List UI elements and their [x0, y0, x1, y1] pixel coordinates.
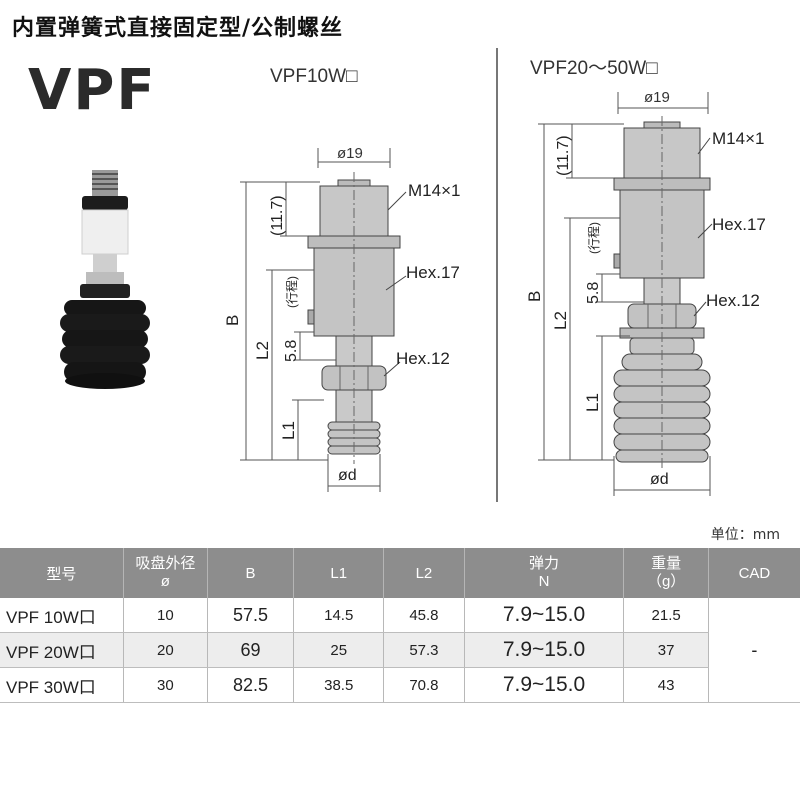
cell-model: VPF 20W口: [0, 632, 124, 668]
header-weight-line1: 重量: [651, 555, 682, 572]
left-L1: L1: [279, 421, 298, 440]
cell-L1: 14.5: [293, 598, 385, 633]
left-thread: M14×1: [408, 181, 460, 200]
header-cad: CAD: [708, 548, 800, 598]
spec-table: 型号 吸盘外径 ø B L1 L2 弹力 N 重量 （g） CAD VPF 10…: [0, 548, 800, 703]
cell-model: VPF 30W口: [0, 667, 124, 703]
cell-dia: 20: [123, 632, 208, 668]
cell-L2: 45.8: [383, 598, 465, 633]
cell-L2: 70.8: [383, 667, 465, 703]
header-weight: 重量 （g）: [623, 548, 709, 598]
right-B: B: [525, 291, 544, 302]
header-weight-line2: （g）: [646, 573, 686, 590]
cell-force: 7.9~15.0: [464, 632, 625, 668]
right-L1: L1: [583, 393, 602, 412]
header-L1: L1: [293, 548, 385, 598]
right-stroke: (行程): [586, 222, 601, 254]
right-stroke-val: 5.8: [585, 282, 602, 304]
right-L2: L2: [551, 311, 570, 330]
cell-L2: 57.3: [383, 632, 465, 668]
cell-cad: -: [708, 598, 800, 703]
left-drawing: VPF10W□ ø19 M14×1 Hex.1: [223, 66, 460, 492]
left-stroke-val: 5.8: [283, 340, 300, 362]
cell-force: 7.9~15.0: [464, 598, 625, 633]
header-pad-dia: 吸盘外径 ø: [123, 548, 208, 598]
left-drawing-title: VPF10W□: [270, 66, 358, 87]
left-dia-bottom: ød: [338, 467, 357, 484]
left-stroke: (行程): [284, 276, 299, 308]
cell-weight: 43: [623, 667, 709, 703]
right-drawing: VPF20～50W□ ø19: [525, 58, 766, 496]
left-dia-top: ø19: [337, 145, 363, 162]
left-hex12: Hex.12: [396, 349, 450, 368]
header-model: 型号: [0, 548, 124, 598]
cell-B: 69: [207, 632, 295, 668]
unit-label: 单位：mm: [710, 527, 780, 543]
right-dia-bottom: ød: [650, 471, 669, 488]
page-title: 内置弹簧式直接固定型/公制螺丝: [12, 16, 344, 41]
cell-L1: 38.5: [293, 667, 385, 703]
table-header-row: 型号 吸盘外径 ø B L1 L2 弹力 N 重量 （g） CAD: [0, 548, 800, 598]
header-spring-line1: 弹力: [529, 555, 560, 572]
cell-model: VPF 10W口: [0, 598, 124, 633]
right-drawing-title: VPF20～50W□: [530, 58, 658, 79]
table-row: VPF 10W口 10 57.5 14.5 45.8 7.9~15.0 21.5…: [0, 598, 800, 703]
technical-drawing: VPF10W□ ø19 M14×1 Hex.1: [223, 48, 766, 502]
cell-weight: 21.5: [623, 598, 709, 633]
header-spring-line2: N: [538, 573, 550, 590]
left-L2: L2: [253, 341, 272, 360]
cell-B: 82.5: [207, 667, 295, 703]
product-photo: [60, 170, 150, 389]
right-dia-top: ø19: [644, 89, 670, 106]
header-pad-dia-line2: ø: [160, 573, 170, 590]
right-thread: M14×1: [712, 129, 764, 148]
left-B: B: [223, 315, 242, 326]
cell-L1: 25: [293, 632, 385, 668]
header-L2: L2: [383, 548, 465, 598]
cell-dia: 30: [123, 667, 208, 703]
left-hex17: Hex.17: [406, 263, 460, 282]
right-hex12: Hex.12: [706, 291, 760, 310]
table-row: VPF 30W口 30 82.5 38.5 70.8 7.9~15.0 43: [0, 667, 800, 703]
table-row: VPF 20W口 20 69 25 57.3 7.9~15.0 37: [0, 632, 800, 668]
header-B: B: [207, 548, 295, 598]
header-spring: 弹力 N: [464, 548, 625, 598]
cell-force: 7.9~15.0: [464, 667, 625, 703]
left-11-7: (11.7): [269, 195, 286, 236]
right-11-7: (11.7): [555, 135, 572, 176]
brand-title: VPF: [28, 58, 157, 123]
cell-weight: 37: [623, 632, 709, 668]
header-pad-dia-line1: 吸盘外径: [135, 555, 196, 572]
cell-B: 57.5: [207, 598, 295, 633]
cell-dia: 10: [123, 598, 208, 633]
right-hex17: Hex.17: [712, 215, 766, 234]
